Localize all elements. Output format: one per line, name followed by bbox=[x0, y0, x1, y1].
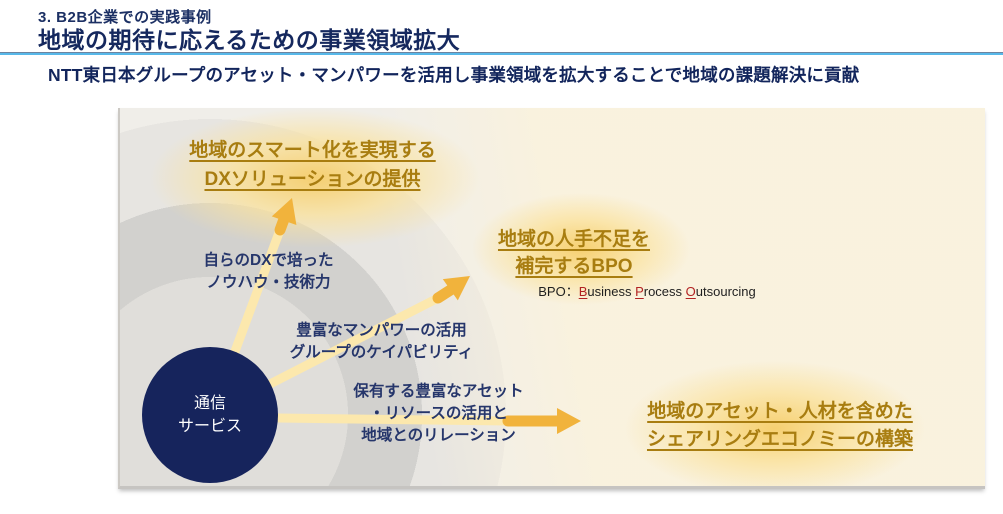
sharing-ellipse bbox=[625, 361, 925, 486]
edge-label-dx-line2: ノウハウ・技術力 bbox=[206, 274, 331, 291]
bpo-caption-rocess: rocess bbox=[643, 284, 686, 299]
title-divider bbox=[0, 52, 1003, 55]
expansion-diagram: 通信 サービス 自らのDXで培った ノウハウ・技術力 豊富なマンパワーの活用 グ… bbox=[118, 108, 985, 489]
arrow-to-sharing bbox=[273, 408, 581, 434]
edge-label-bpo: 豊富なマンパワーの活用 グループのケイパビリティ bbox=[264, 320, 499, 364]
source-node-telecom: 通信 サービス bbox=[142, 347, 278, 483]
target-sharing-line2: シェアリングエコノミーの構築 bbox=[646, 429, 913, 450]
target-dx-line1: 地域のスマート化を実現する bbox=[189, 140, 436, 161]
target-heading-dx: 地域のスマート化を実現する DXソリューションの提供 bbox=[160, 136, 465, 194]
bpo-ellipse bbox=[472, 193, 690, 305]
edge-label-bpo-line2: グループのケイパビリティ bbox=[289, 344, 474, 361]
bpo-caption: BPO：Business Process Outsourcing bbox=[507, 281, 787, 300]
bpo-caption-o: O bbox=[685, 284, 696, 299]
source-node-line2: サービス bbox=[177, 418, 242, 435]
edge-label-sharing-line2: ・リソースの活用と bbox=[369, 405, 508, 422]
edge-label-sharing: 保有する豊富なアセット ・リソースの活用と 地域とのリレーション bbox=[331, 381, 546, 447]
bpo-caption-prefix: BPO： bbox=[538, 284, 579, 299]
target-dx-line2: DXソリューションの提供 bbox=[204, 169, 421, 190]
arrow-to-dx bbox=[229, 198, 297, 359]
target-heading-bpo: 地域の人手不足を 補完するBPO bbox=[469, 226, 679, 280]
dx-ellipse bbox=[150, 108, 480, 248]
bpo-caption-p: P bbox=[635, 284, 644, 299]
target-sharing-line1: 地域のアセット・人材を含めた bbox=[647, 401, 913, 422]
edge-label-sharing-line1: 保有する豊富なアセット bbox=[353, 383, 524, 400]
edge-label-dx-line1: 自らのDXで培った bbox=[203, 252, 334, 269]
bpo-caption-b: B bbox=[578, 284, 588, 299]
source-node-line1: 通信 bbox=[193, 395, 226, 412]
page-title: 地域の期待に応えるための事業領域拡大 bbox=[38, 27, 461, 53]
slide-kicker: 3. B2B企業での実践事例 bbox=[38, 9, 212, 26]
edge-label-sharing-line3: 地域とのリレーション bbox=[361, 427, 516, 444]
target-bpo-line2: 補完するBPO bbox=[515, 256, 633, 277]
target-bpo-line1: 地域の人手不足を bbox=[497, 229, 650, 250]
bpo-caption-usiness: usiness bbox=[587, 284, 636, 299]
arrows-layer bbox=[229, 198, 581, 434]
bpo-caption-utsourcing: utsourcing bbox=[695, 284, 756, 299]
slide-subtitle: NTT東日本グループのアセット・マンパワーを活用し事業領域を拡大することで地域の… bbox=[48, 65, 860, 85]
arrow-to-bpo bbox=[265, 276, 470, 389]
target-heading-sharing: 地域のアセット・人材を含めた シェアリングエコノミーの構築 bbox=[625, 398, 935, 454]
edge-label-dx: 自らのDXで培った ノウハウ・技術力 bbox=[171, 250, 366, 294]
edge-label-bpo-line1: 豊富なマンパワーの活用 bbox=[296, 322, 467, 339]
